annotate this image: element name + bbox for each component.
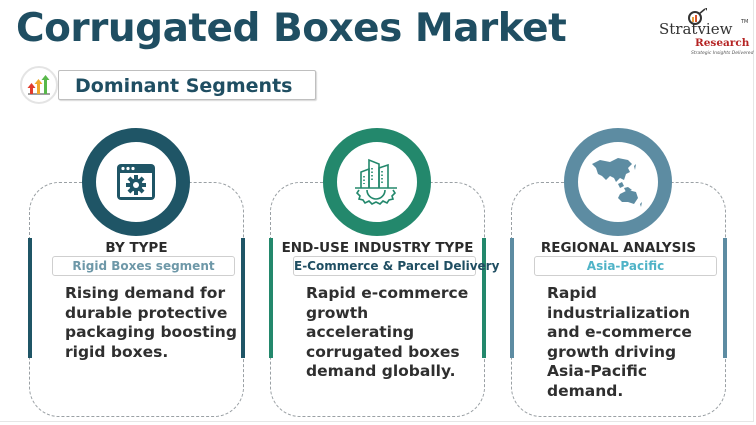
asia-pacific-map-icon xyxy=(592,158,642,207)
card-highlight: Rigid Boxes segment xyxy=(52,256,235,276)
magnifier-chart-icon xyxy=(688,8,707,25)
card-description: Rapid e-commerce growth accelerating cor… xyxy=(306,284,469,380)
card-accent-right xyxy=(241,238,245,358)
segment-card-end-use: END-USE INDUSTRY TYPE E-Commerce & Parce… xyxy=(269,120,499,417)
card-highlight: E-Commerce & Parcel Delivery xyxy=(293,256,499,276)
page-title: Corrugated Boxes Market xyxy=(16,6,567,51)
card-description: Rising demand for durable protective pac… xyxy=(65,284,237,361)
logo-name: Stratview xyxy=(659,20,733,38)
logo-subtitle: Research xyxy=(695,37,750,49)
card-icon-ring xyxy=(82,128,190,236)
card-accent-right xyxy=(482,238,486,358)
badge-label: Dominant Segments xyxy=(75,75,293,97)
industry-buildings-gear-icon xyxy=(355,158,397,205)
card-icon-ring xyxy=(323,128,431,236)
logo-tagline: Strategic Insights Delivered xyxy=(691,51,754,56)
card-accent-left xyxy=(510,238,514,358)
card-heading: BY TYPE xyxy=(105,240,168,256)
browser-gear-icon xyxy=(117,164,155,200)
logo-tm: TM xyxy=(741,19,749,25)
card-accent-left xyxy=(269,238,273,358)
stratview-logo: Stratview TM Research Strategic Insights… xyxy=(655,8,754,56)
card-icon-ring xyxy=(564,128,672,236)
badge-circle xyxy=(20,66,58,104)
card-highlight: Asia-Pacific xyxy=(534,256,717,276)
segment-card-type: BY TYPE Rigid Boxes segment Rising deman… xyxy=(28,120,245,417)
card-description: Rapid industrialization and e-commerce g… xyxy=(547,284,692,400)
card-accent-left xyxy=(28,238,32,358)
growth-arrows-icon xyxy=(27,75,50,95)
card-heading: END-USE INDUSTRY TYPE xyxy=(281,240,474,256)
card-heading: REGIONAL ANALYSIS xyxy=(540,240,697,256)
badge-box: Dominant Segments xyxy=(58,70,316,100)
card-accent-right xyxy=(723,238,727,358)
segment-card-regional: REGIONAL ANALYSIS Asia-Pacific Rapid ind… xyxy=(510,120,727,417)
